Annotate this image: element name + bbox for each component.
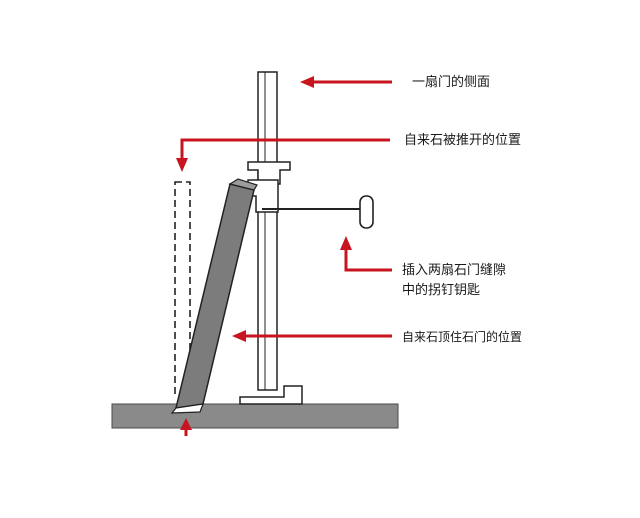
label-door-side: 一扇门的侧面 <box>412 75 491 90</box>
door-notch <box>247 161 291 185</box>
door-groove-block <box>239 385 303 405</box>
self-locking-stone <box>175 183 255 409</box>
arrow-key-shaft <box>344 248 392 272</box>
stone-door-side <box>257 71 278 391</box>
arrow-door-side-head <box>300 76 314 88</box>
arrow-stone-holding-head <box>232 330 246 342</box>
arrows <box>176 76 392 436</box>
crank-key-handle <box>359 195 374 229</box>
self-locking-stone-top <box>228 178 258 191</box>
ground-slab <box>111 403 399 429</box>
self-locking-stone-foot <box>170 403 204 414</box>
label-stone-holding: 自来石顶住石门的位置 <box>402 330 523 344</box>
arrow-key-head <box>340 236 352 250</box>
label-key-line2: 中的拐钉钥匙 <box>402 283 481 298</box>
arrow-stone-pushed-shaft <box>180 138 390 160</box>
arrow-bottom-head <box>180 418 192 430</box>
label-key-line1: 插入两扇石门缝隙 <box>402 263 507 278</box>
label-stone-pushed: 自来石被推开的位置 <box>404 133 522 148</box>
arrow-stone-pushed-head <box>176 158 188 172</box>
